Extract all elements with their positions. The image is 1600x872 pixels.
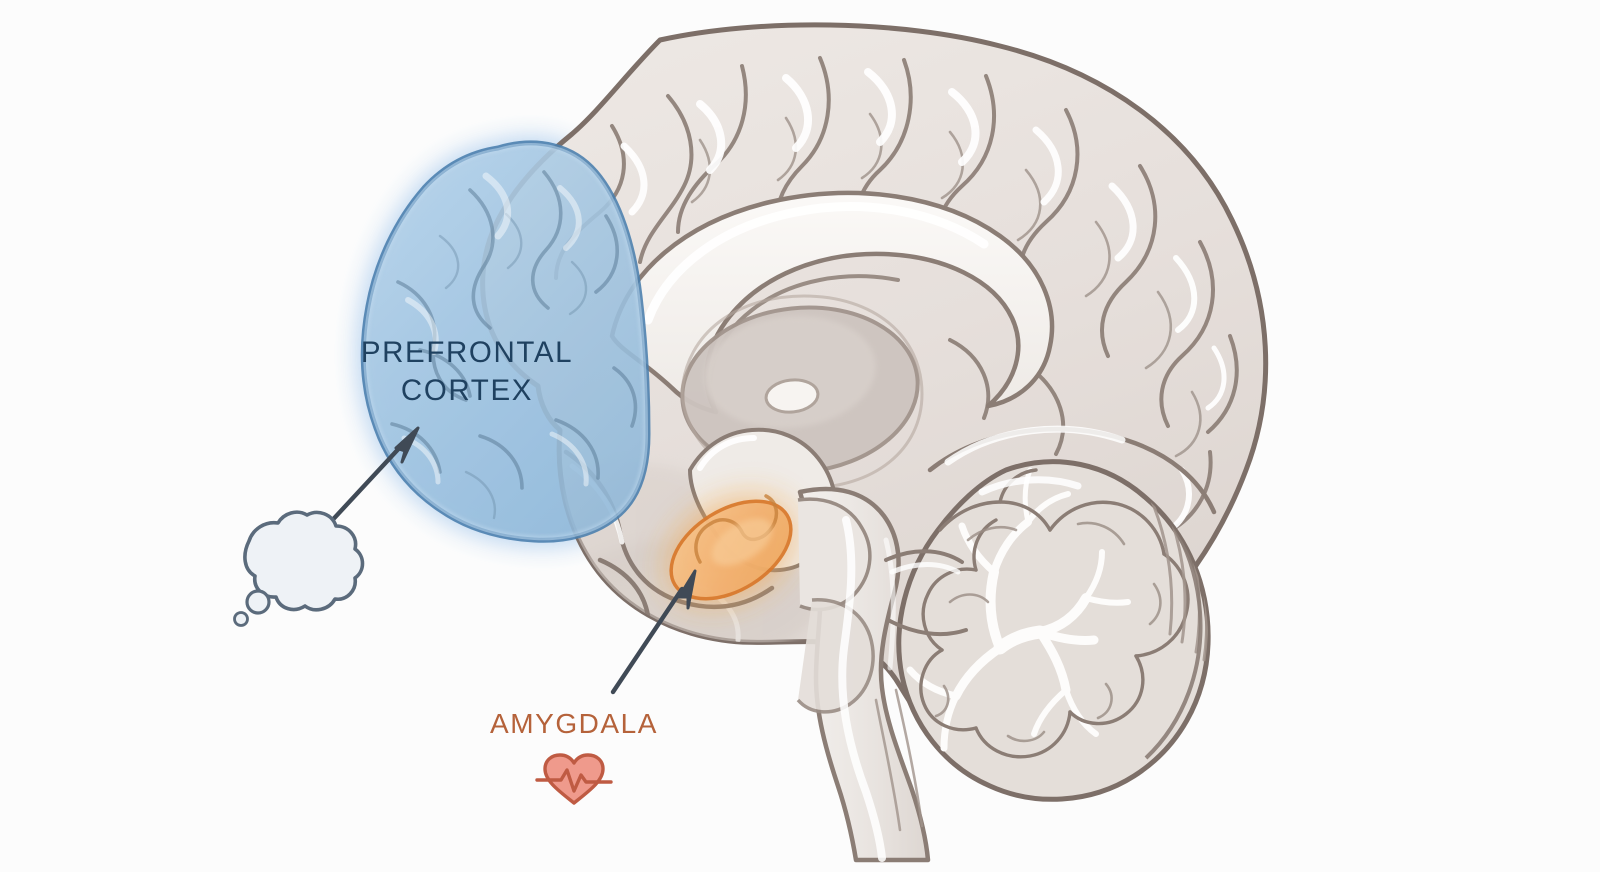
brainstem <box>796 486 931 863</box>
heartbeat-icon <box>535 753 613 805</box>
amygdala-inner-shading <box>711 518 773 566</box>
amygdala-pointer-arrow <box>610 569 697 695</box>
ekg-pulse-line <box>535 768 613 793</box>
thought-bubble-dot-small <box>233 611 249 627</box>
tentorium-fold <box>927 425 1217 515</box>
corpus-callosum <box>609 190 1055 415</box>
heart-shape <box>543 753 605 805</box>
thought-bubble-dot-large <box>245 589 271 615</box>
thought-bubble-icon <box>233 510 365 627</box>
prefrontal-cortex-label-line2: CORTEX <box>401 374 533 407</box>
cerebellar-peduncle <box>884 549 968 637</box>
prefrontal-cortex-region[interactable] <box>360 140 651 543</box>
amygdala-label: AMYGDALA <box>490 708 658 739</box>
prefrontal-cortex-label-line1: PREFRONTAL <box>361 336 573 369</box>
